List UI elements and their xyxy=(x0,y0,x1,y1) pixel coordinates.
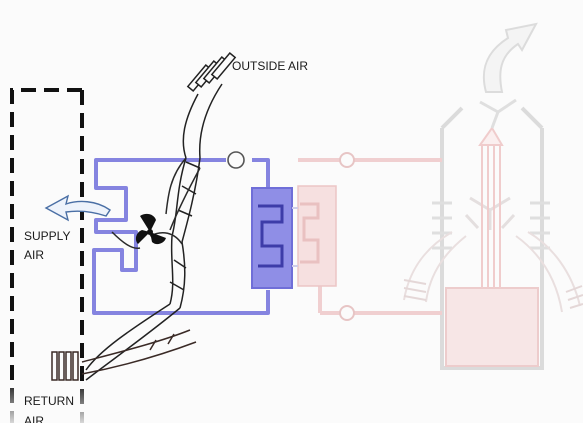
outside-air-duct xyxy=(85,51,237,381)
dashed-enclosure xyxy=(10,88,84,423)
condenser-coil xyxy=(478,126,504,288)
outside-air-label: OUTSIDE AIR xyxy=(232,59,309,73)
return-air-label-line2: AIR xyxy=(24,414,45,423)
refrigerant-valves-outdoor xyxy=(339,152,355,321)
return-air-grille xyxy=(51,351,79,381)
outdoor-flex-hose-right xyxy=(515,231,583,313)
blower-fan-icon xyxy=(135,213,166,245)
condenser-fan-icon xyxy=(464,196,516,230)
outdoor-flex-hose-left xyxy=(403,231,467,303)
louvers-left xyxy=(432,201,452,250)
compressor-tank xyxy=(445,287,539,367)
indoor-airflow-curves xyxy=(111,157,201,250)
exhaust-arrow-icon xyxy=(479,22,538,129)
outdoor-unit xyxy=(403,22,583,370)
return-air-label-line1: RETURN xyxy=(24,394,74,408)
indoor-valve xyxy=(227,151,245,169)
condenser-block xyxy=(297,185,337,287)
supply-air-label-line1: SUPPLY xyxy=(24,229,71,243)
return-air-duct xyxy=(51,329,197,381)
outside-air-grille xyxy=(186,51,237,93)
bottom-fade xyxy=(0,380,583,423)
louvers-right xyxy=(530,201,550,250)
indoor-refrigerant-loop xyxy=(92,158,270,315)
evaporator-coil xyxy=(251,187,298,289)
supply-air-arrow-icon xyxy=(44,194,111,222)
supply-air-label-line2: AIR xyxy=(24,248,45,262)
